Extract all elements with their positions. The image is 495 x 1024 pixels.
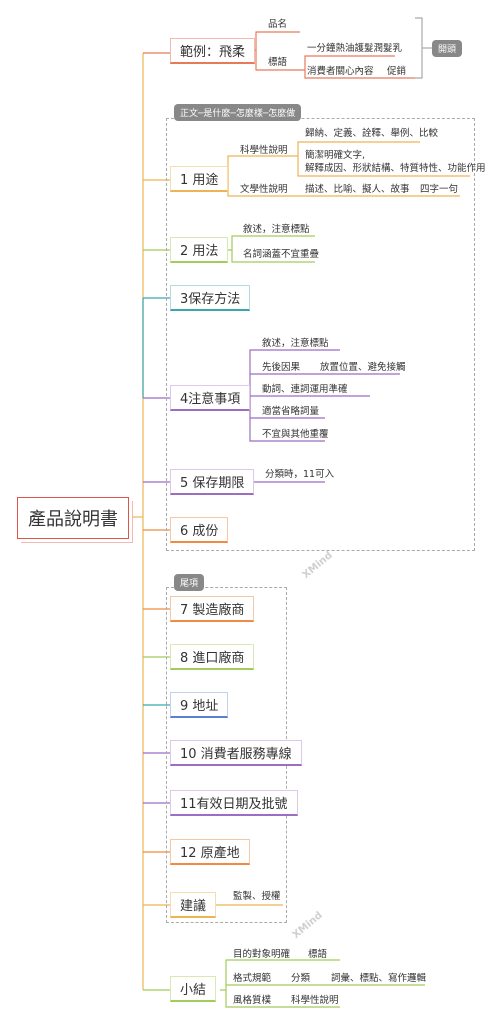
scientific-item-2a: 簡潔明確文字, — [305, 150, 366, 161]
name-label: 品名 — [268, 19, 288, 30]
headline-label: 標語 — [268, 57, 288, 68]
notice-item-4: 適當省略詞量 — [262, 406, 320, 417]
method-item-1: 敘述，注意標點 — [243, 224, 310, 235]
literary-item-1: 描述、比喻、擬人、故事 — [305, 184, 410, 195]
advice-topic[interactable]: 建議 — [170, 892, 217, 918]
summary-topic[interactable]: 小結 — [170, 976, 217, 1002]
notice-item-3: 動詞、連詞運用準確 — [262, 384, 348, 395]
expiry-topic[interactable]: 11有效日期及批號 — [170, 790, 298, 816]
service-line-topic[interactable]: 10 消費者服務專線 — [170, 740, 302, 766]
body-frame — [166, 118, 475, 551]
concern-label: 消費者關心內容 — [307, 66, 374, 77]
promo-label: 促銷 — [387, 66, 407, 77]
address-topic[interactable]: 9 地址 — [170, 692, 229, 718]
body-tag: 正文─是什麼─怎麼樣─怎麼做 — [174, 104, 302, 121]
importer-topic[interactable]: 8 進口廠商 — [170, 644, 255, 670]
method-item-2: 名詞涵蓋不宜重疊 — [243, 249, 320, 260]
scientific-label: 科學性說明 — [240, 145, 288, 156]
summary-item-2: 格式規範 — [233, 973, 272, 984]
shelf-life-topic[interactable]: 5 保存期限 — [170, 469, 255, 495]
headline-value: 一分鐘熱油護髮潤髮乳 — [307, 43, 403, 54]
notice-topic[interactable]: 4注意事項 — [170, 385, 251, 411]
opening-tag: 開頭 — [432, 40, 463, 57]
shelf-life-item: 分類時，11可入 — [265, 469, 335, 480]
example-topic[interactable]: 範例：飛柔 — [170, 38, 256, 64]
notice-item-1: 敘述，注意標點 — [262, 338, 329, 349]
summary-item-1: 目的對象明確 — [233, 949, 291, 960]
tail-tag: 尾項 — [174, 574, 205, 591]
ingredients-topic[interactable]: 6 成份 — [170, 517, 229, 543]
summary-item-3: 風格質樸 — [233, 995, 272, 1006]
method-topic[interactable]: 2 用法 — [170, 237, 229, 263]
summary-item-3b: 科學性說明 — [291, 995, 339, 1006]
usage-topic[interactable]: 1 用途 — [170, 166, 229, 192]
manufacturer-topic[interactable]: 7 製造廠商 — [170, 596, 255, 622]
notice-item-2b: 放置位置、避免接觸 — [320, 362, 406, 373]
summary-item-2c: 詞彙、標點、寫作邏輯 — [331, 973, 427, 984]
notice-item-2: 先後因果 — [262, 362, 301, 373]
storage-topic[interactable]: 3保存方法 — [170, 285, 251, 311]
notice-item-5: 不宜與其他重覆 — [262, 429, 329, 440]
scientific-item-1: 歸納、定義、詮釋、舉例、比較 — [305, 128, 439, 139]
summary-item-2b: 分類 — [291, 973, 311, 984]
literary-item-2: 四字一句 — [420, 184, 459, 195]
literary-label: 文學性說明 — [240, 184, 288, 195]
scientific-item-2b: 解釋成因、形狀結構、特質特性、功能作用 — [305, 163, 486, 174]
advice-item: 監製、授權 — [233, 891, 281, 902]
origin-topic[interactable]: 12 原產地 — [170, 839, 250, 865]
root-topic[interactable]: 產品說明書 — [17, 497, 129, 539]
summary-item-1b: 標語 — [308, 949, 328, 960]
